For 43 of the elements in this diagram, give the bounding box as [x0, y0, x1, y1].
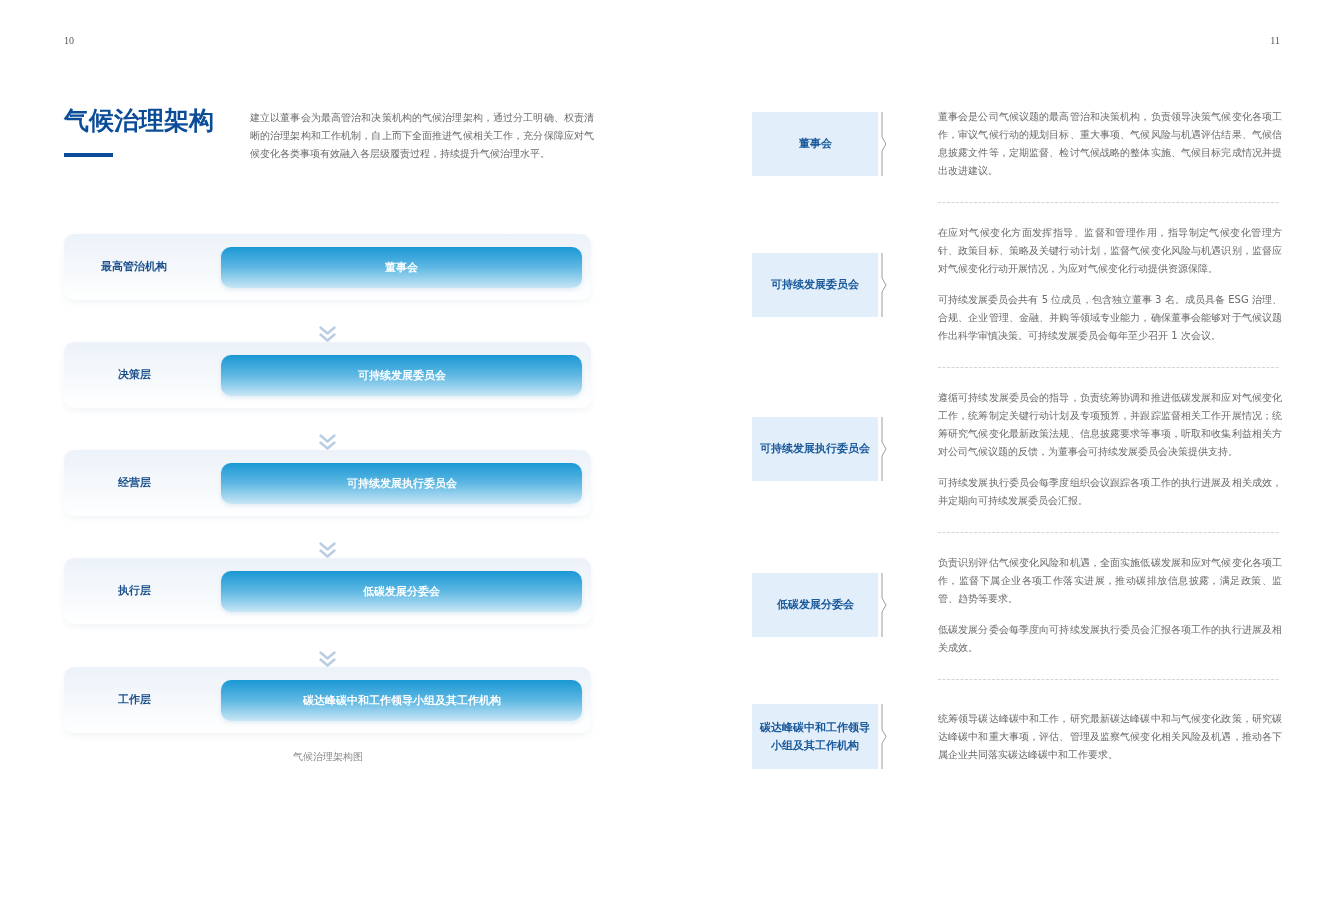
tier-band	[64, 342, 591, 408]
committee-box	[752, 573, 878, 637]
tier-band	[64, 558, 591, 624]
tier-label: 最高管治机构	[101, 260, 167, 274]
committee-name: 董事会	[385, 260, 418, 275]
figure-caption: 气候治理架构图	[292, 751, 364, 763]
intro-paragraph: 建立以董事会为最高管治和决策机构的气候治理架构，通过分工明确、权责清晰的治理架构和工作机制，自上而下全面推进气候相关工作，充分保障应对气候变化各类事项有效融入各层级履责过程，持续提升气候治理水平。	[250, 110, 594, 161]
committee-name: 碳达峰碳中和工作领导小组及其工作机构	[759, 719, 871, 754]
committee-box	[752, 417, 878, 481]
committee-name: 可持续发展执行委员会	[346, 476, 457, 491]
tier-label: 经营层	[117, 476, 151, 490]
committee-name: 可持续发展执行委员会	[760, 441, 870, 457]
tier-label: 执行层	[117, 584, 151, 598]
description-text: 低碳发展分委会每季度向可持续发展执行委员会汇报各项工作的执行进展及相关成效。	[938, 623, 1282, 655]
committee-name: 碳达峰碳中和工作领导小组及其工作机构	[302, 693, 501, 708]
committee-pill	[221, 247, 582, 288]
committee-box	[752, 253, 878, 317]
page-number: 11	[1269, 35, 1280, 47]
committee-box	[752, 112, 878, 176]
tier-label: 决策层	[117, 368, 151, 382]
committee-pill	[221, 680, 582, 721]
committee-name: 可持续发展委员会	[357, 368, 446, 383]
description-text: 遵循可持续发展委员会的指导，负责统筹协调和推进低碳发展和应对气候变化工作，统筹制定关键行动计划及专项预算，并跟踪监督相关工作开展情况；统筹研究气候变化最新政策法规、信息披露要求等事项，听取和收集利益相关方对公司气候议题的反馈，为董事会可持续发展委员会决策提供支持。	[938, 391, 1282, 459]
page-title: 气候治理架构	[64, 106, 214, 136]
page-number: 10	[64, 35, 75, 47]
description-text: 统筹领导碳达峰碳中和工作，研究最新碳达峰碳中和与气候变化政策，研究碳达峰碳中和重大事项，评估、管理及监察气候变化相关风险及机遇，推动各下属企业共同落实碳达峰碳中和工作要求。	[938, 712, 1282, 762]
description-text: 董事会是公司气候议题的最高管治和决策机构，负责领导决策气候变化各项工作，审议气候行动的规划目标、重大事项、气候风险与机遇评估结果、气候信息披露文件等，定期监督、检讨气候战略的整体实施、气候目标完成情况并提出改进建议。	[938, 110, 1282, 178]
tier-band	[64, 450, 591, 516]
committee-pill	[221, 463, 582, 504]
committee-box	[752, 704, 878, 769]
committee-pill	[221, 355, 582, 396]
committee-pill	[221, 571, 582, 612]
description-text: 可持续发展执行委员会每季度组织会议跟踪各项工作的执行进展及相关成效，并定期向可持续发展委员会汇报。	[938, 476, 1282, 508]
committee-name: 低碳发展分委会	[776, 597, 854, 613]
tier-band	[64, 234, 591, 300]
tier-label: 工作层	[117, 693, 151, 707]
tier-band	[64, 667, 591, 733]
description-text: 在应对气候变化方面发挥指导、监督和管理作用，指导制定气候变化管理方针、政策目标、策略及关键行动计划，监督气候变化风险与机遇识别，监督应对气候变化行动开展情况，为应对气候变化行动提供资源保障。	[938, 226, 1282, 276]
description-text: 负责识别评估气候变化风险和机遇，全面实施低碳发展和应对气候变化各项工作，监督下属企业各项工作落实进展，推动碳排放信息披露，满足政策、监管、趋势等要求。	[938, 556, 1282, 606]
committee-name: 董事会	[798, 136, 832, 152]
committee-name: 低碳发展分委会	[363, 584, 440, 599]
description-text: 可持续发展委员会共有 5 位成员，包含独立董事 3 名。成员具备 ESG 治理、合规、企业管理、金融、并购等领域专业能力，确保董事会能够对于气候议题作出科学审慎决策。可持续发展委员会每年至少召开 1 次会议。	[938, 293, 1282, 343]
committee-name: 可持续发展委员会	[771, 277, 859, 293]
